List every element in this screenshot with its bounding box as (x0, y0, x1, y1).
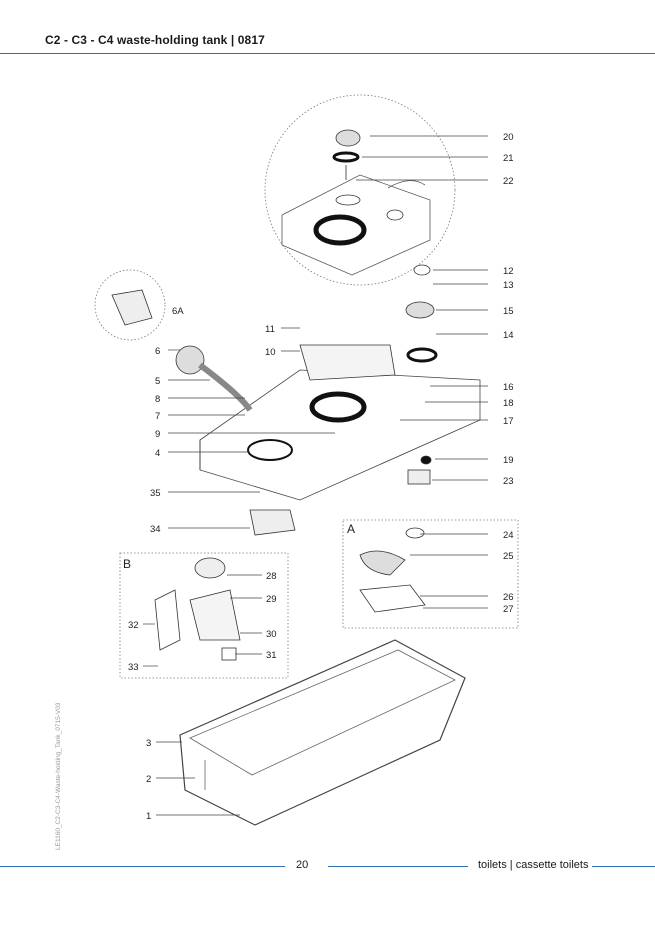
group-b-parts (154, 557, 241, 661)
callout-14: 14 (503, 330, 514, 341)
document-reference-note: LE1160_C2-C3-C4-Waste-holding_Tank_0715-… (55, 702, 62, 850)
callout-11: 11 (265, 324, 275, 335)
callout-31: 31 (266, 650, 277, 661)
callout-10: 10 (265, 347, 276, 358)
callout-13: 13 (503, 280, 514, 291)
callout-1: 1 (146, 811, 151, 822)
callout-30: 30 (266, 629, 277, 640)
footer-rule-left (0, 866, 285, 867)
callout-17: 17 (503, 416, 514, 427)
callout-35: 35 (150, 488, 161, 499)
page-header-title: C2 - C3 - C4 waste-holding tank | 0817 (45, 33, 265, 47)
callout-7: 7 (155, 411, 160, 422)
callout-33: 33 (128, 662, 139, 673)
callout-16: 16 (503, 382, 514, 393)
group-box-b (119, 552, 289, 679)
group-a-parts (359, 527, 426, 613)
tank-top-assembly (175, 264, 481, 536)
footer-section-title: toilets | cassette toilets (478, 859, 589, 871)
callout-12: 12 (503, 266, 514, 277)
callout-25: 25 (503, 551, 514, 562)
callout-27: 27 (503, 604, 514, 615)
footer-rule-right (328, 866, 468, 867)
callout-6: 6 (155, 346, 160, 357)
group-label-a: A (347, 522, 355, 536)
top-detail-parts (281, 129, 431, 276)
detail-circle-top (264, 94, 456, 286)
callout-18: 18 (503, 398, 514, 409)
page-number: 20 (296, 859, 309, 871)
callout-26: 26 (503, 592, 514, 603)
callout-2: 2 (146, 774, 151, 785)
callout-5: 5 (155, 376, 160, 387)
tank-bottom (179, 639, 466, 826)
header-rule (0, 53, 655, 54)
group-label-b: B (123, 557, 131, 571)
footer-rule-far (592, 866, 655, 867)
callout-19: 19 (503, 455, 514, 466)
callout-6a: 6A (172, 306, 184, 317)
callout-21: 21 (503, 153, 514, 164)
callout-23: 23 (503, 476, 514, 487)
callout-4: 4 (155, 448, 160, 459)
callout-9: 9 (155, 429, 160, 440)
callout-28: 28 (266, 571, 277, 582)
callout-32: 32 (128, 620, 139, 631)
callout-15: 15 (503, 306, 514, 317)
callout-34: 34 (150, 524, 161, 535)
leader-lines (143, 135, 488, 816)
callout-24: 24 (503, 530, 514, 541)
callout-20: 20 (503, 132, 514, 143)
callout-labels: 20 21 22 12 13 15 14 16 18 17 19 23 24 2… (128, 132, 514, 822)
group-box-a (342, 519, 519, 629)
callout-3: 3 (146, 738, 151, 749)
detail-circle-6a (94, 269, 166, 341)
callout-8: 8 (155, 394, 160, 405)
callout-22: 22 (503, 176, 514, 187)
callout-29: 29 (266, 594, 277, 605)
